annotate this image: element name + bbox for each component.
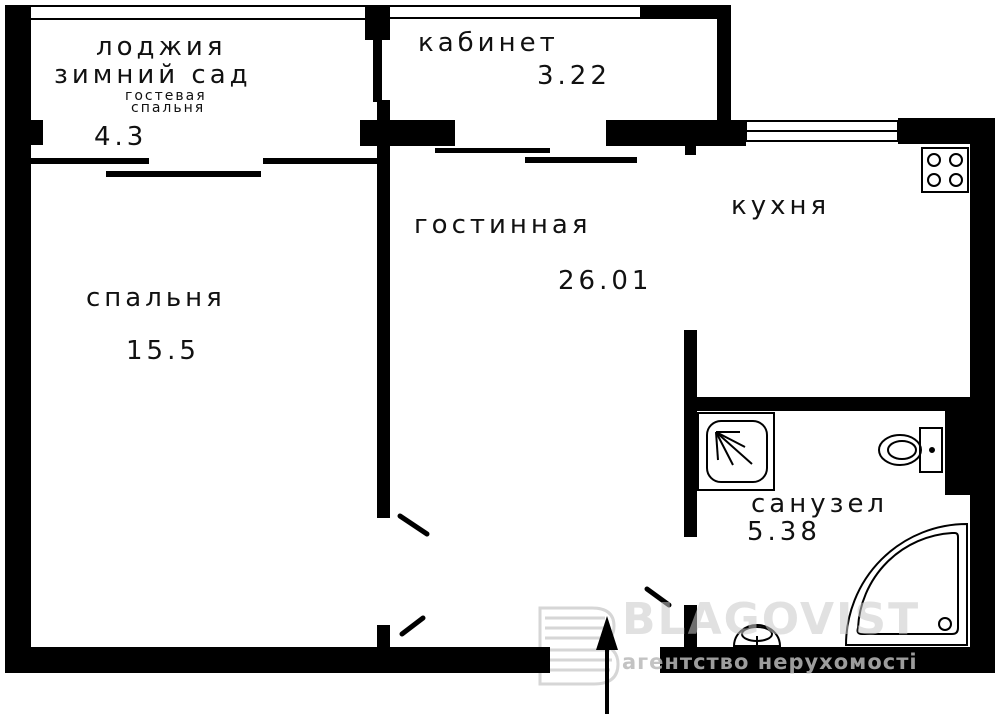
watermark-tagline: агентство нерухомості — [622, 650, 918, 674]
shower-icon — [697, 412, 775, 491]
loggia-subname-line1: гостевая — [125, 88, 207, 104]
kitchen-name: кухня — [731, 191, 831, 221]
sink-icon — [732, 624, 782, 647]
living-room-name: гостинная — [414, 210, 592, 240]
entrance-arrow-icon — [596, 616, 618, 714]
loggia-subname-line2: спальня — [131, 100, 206, 116]
loggia-name-line1: лоджия — [96, 32, 227, 62]
loggia-area: 4.3 — [94, 122, 148, 152]
cabinet-area: 3.22 — [537, 61, 611, 91]
stove-icon — [921, 147, 969, 193]
living-room-area: 26.01 — [558, 266, 653, 296]
watermark-brand: BLAGOVIST — [622, 594, 921, 645]
door-leaves — [397, 513, 672, 637]
bathroom-name: санузел — [751, 489, 889, 519]
loggia-sliding-door — [31, 158, 377, 177]
cabinet-name: кабинет — [418, 28, 559, 58]
bathroom-area: 5.38 — [747, 517, 821, 547]
toilet-icon — [878, 427, 943, 473]
loggia-name-line2: зимний сад — [54, 60, 252, 90]
walls — [5, 5, 995, 673]
windows — [31, 5, 899, 142]
bedroom-area: 15.5 — [126, 336, 200, 366]
bathtub-icon — [844, 522, 968, 646]
bedroom-name: спальня — [86, 283, 226, 313]
cabinet-sliding-door — [435, 148, 637, 163]
